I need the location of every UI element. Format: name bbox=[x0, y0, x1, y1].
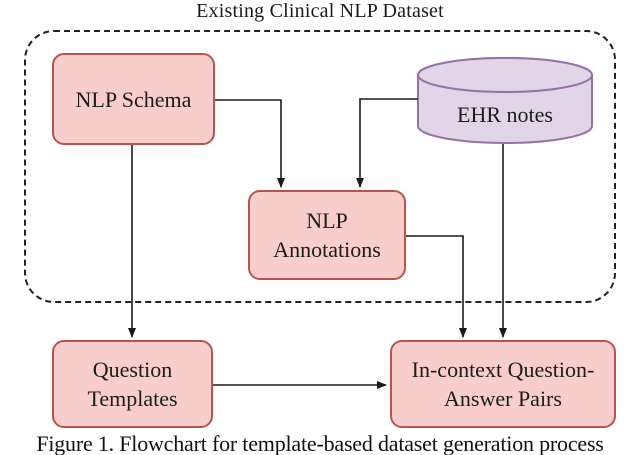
node-question-templates: Question Templates bbox=[52, 340, 213, 428]
figure-title: Existing Clinical NLP Dataset bbox=[196, 0, 444, 22]
node-in-context-qa: In-context Question- Answer Pairs bbox=[390, 340, 616, 428]
node-nlp-annotations: NLP Annotations bbox=[248, 190, 406, 280]
node-question-templates-label: Question Templates bbox=[87, 357, 178, 411]
figure-caption: Figure 1. Flowchart for template-based d… bbox=[36, 431, 604, 455]
node-nlp-schema: NLP Schema bbox=[52, 53, 215, 145]
existing-dataset-group-border bbox=[24, 30, 616, 303]
node-ehr-notes-label: EHR notes bbox=[457, 102, 553, 127]
node-nlp-annotations-label: NLP Annotations bbox=[273, 208, 381, 262]
node-nlp-schema-label: NLP Schema bbox=[75, 86, 192, 112]
node-in-context-qa-label: In-context Question- Answer Pairs bbox=[411, 357, 595, 411]
